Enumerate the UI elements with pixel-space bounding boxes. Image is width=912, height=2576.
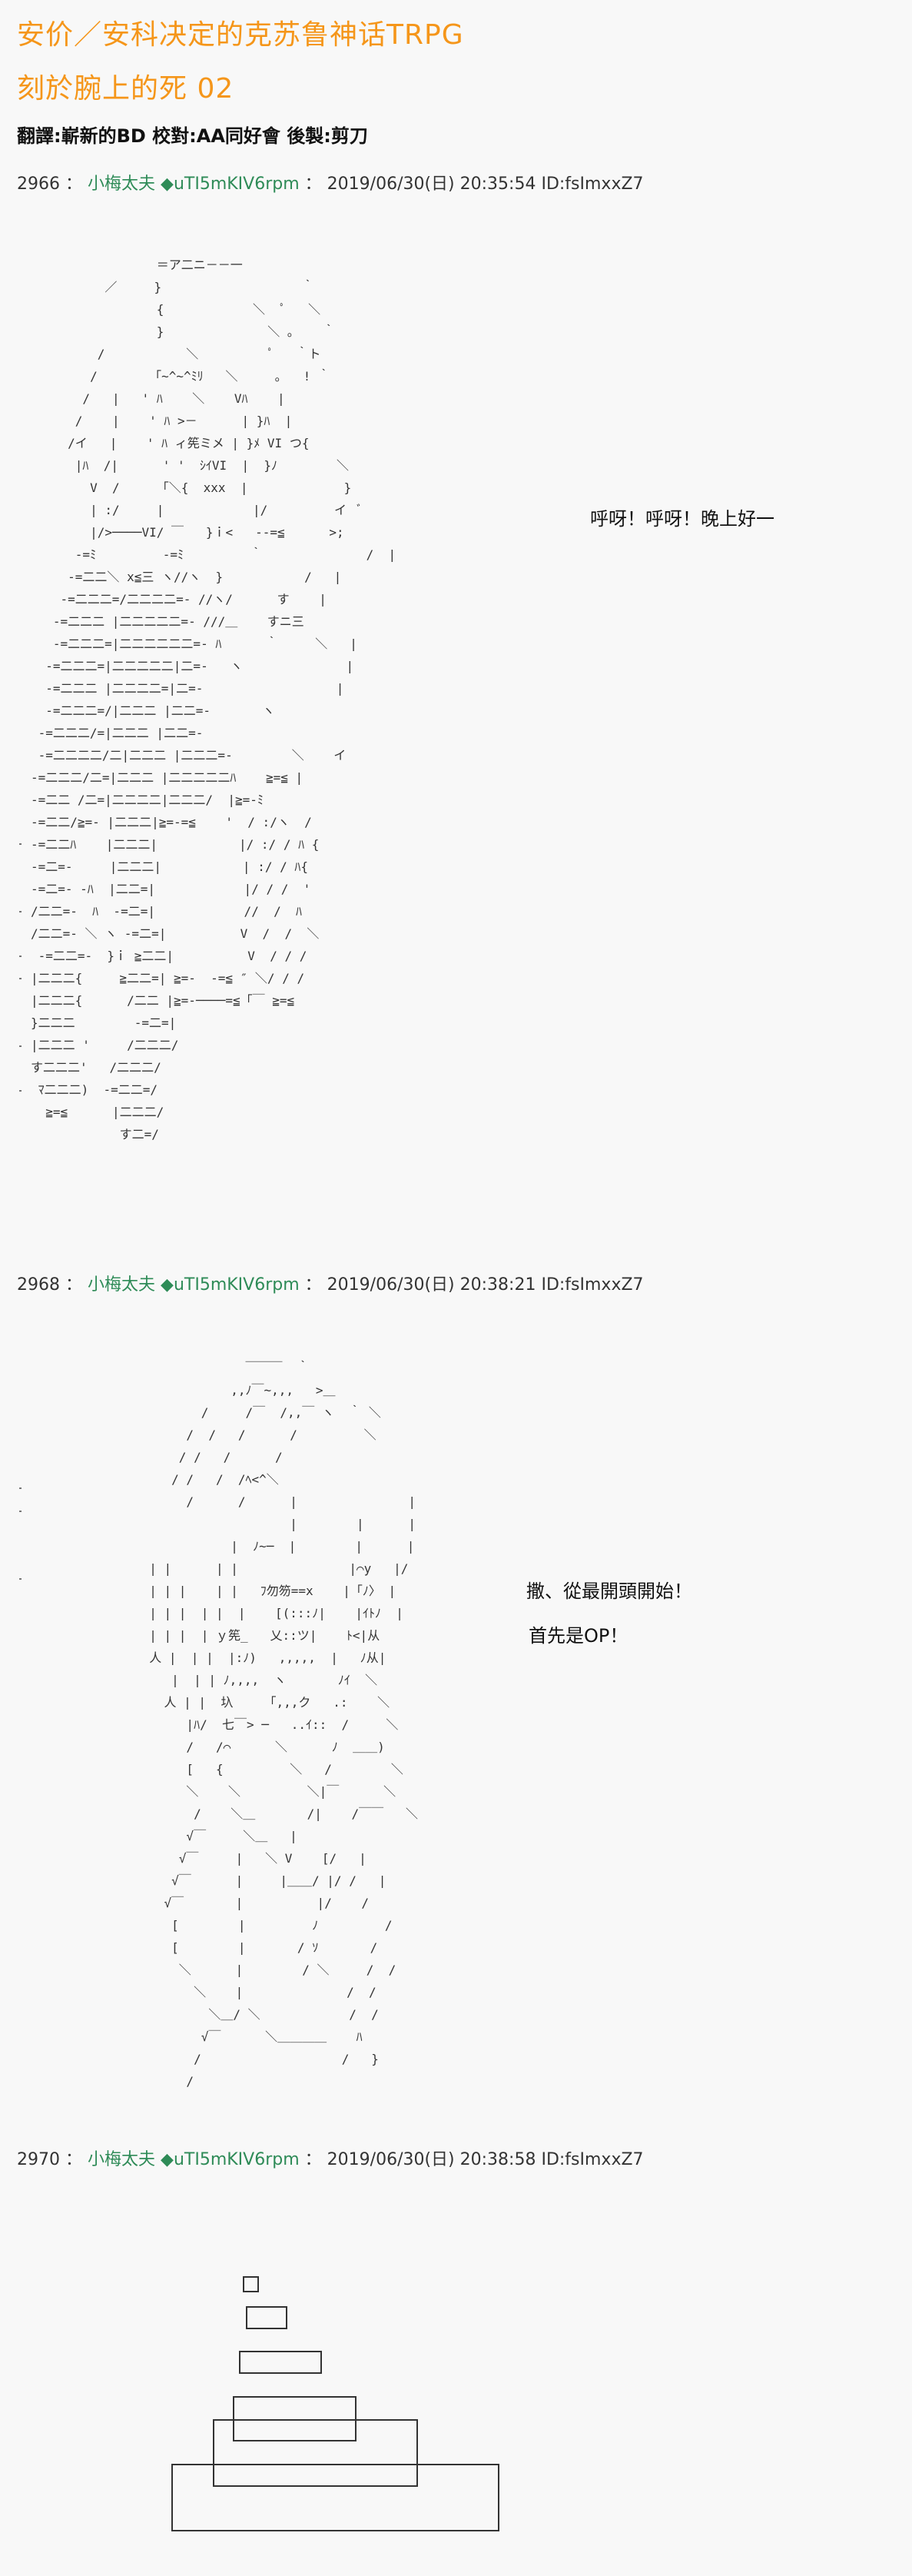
speech-line: 首先是OP！ bbox=[529, 1625, 628, 1647]
stray-dot bbox=[19, 978, 22, 979]
separator: ： bbox=[65, 175, 83, 194]
stray-dot bbox=[19, 843, 22, 845]
credits: 翻譯:嶄新的BD 校對:AA同好會 後製:剪刀 bbox=[17, 125, 368, 147]
ascii-art-2: ￣￣￣ ｀ ,,ﾉ￣~,,, >＿ / /￣ /,,￣ ヽ ｀ ＼ / / / … bbox=[149, 1361, 418, 2089]
box-outline bbox=[246, 2306, 287, 2329]
box-outline bbox=[213, 2419, 418, 2487]
poster-name: 小梅太夫 bbox=[88, 1275, 156, 1295]
chapter-title: 刻於腕上的死 02 bbox=[17, 73, 234, 105]
stray-dot bbox=[19, 1578, 22, 1580]
box-outline bbox=[233, 2396, 357, 2441]
tripcode: uTI5mKIV6rpm bbox=[173, 1275, 300, 1295]
separator: ： bbox=[304, 175, 322, 194]
stray-dot bbox=[19, 1511, 22, 1512]
separator: ： bbox=[65, 2150, 83, 2169]
tripcode: uTI5mKIV6rpm bbox=[173, 2150, 300, 2169]
poster-name: 小梅太夫 bbox=[88, 175, 156, 194]
stray-dot bbox=[19, 1090, 22, 1092]
post-date: 2019/06/30(日) 20:35:54 bbox=[327, 175, 536, 194]
post-header: 2966 ： 小梅太夫 ◆uTI5mKIV6rpm ： 2019/06/30(日… bbox=[17, 174, 644, 195]
post-id: ID:fsImxxZ7 bbox=[541, 2150, 644, 2169]
stray-dot bbox=[19, 1045, 22, 1047]
post-date: 2019/06/30(日) 20:38:21 bbox=[327, 1275, 536, 1295]
stray-dot bbox=[19, 911, 22, 912]
thread-title: 安价／安科决定的克苏鲁神话TRPG bbox=[17, 19, 464, 51]
box-outline bbox=[171, 2464, 499, 2531]
post-id: ID:fsImxxZ7 bbox=[541, 1275, 644, 1295]
post-number[interactable]: 2968 bbox=[17, 1275, 60, 1295]
box-outline bbox=[239, 2351, 322, 2374]
speech-line: 呼呀！呼呀！晚上好一 bbox=[590, 508, 774, 530]
tripcode: uTI5mKIV6rpm bbox=[173, 175, 300, 194]
trip-diamond-icon: ◆ bbox=[161, 2150, 174, 2169]
post-number[interactable]: 2970 bbox=[17, 2150, 60, 2169]
post-header: 2968 ： 小梅太夫 ◆uTI5mKIV6rpm ： 2019/06/30(日… bbox=[17, 1275, 644, 1296]
stray-dot bbox=[19, 956, 22, 957]
trip-diamond-icon: ◆ bbox=[161, 1275, 174, 1295]
box-outline bbox=[243, 2276, 259, 2292]
stray-dot bbox=[19, 1487, 22, 1489]
ascii-art-1: ＝ア二ニ－－一 ／ } ｀ { ＼ ﾟ ＼ } ＼ ｡ ｀ / ＼ ﾟ ｀ト /… bbox=[31, 258, 396, 1142]
post-id: ID:fsImxxZ7 bbox=[541, 175, 644, 194]
poster-name: 小梅太夫 bbox=[88, 2150, 156, 2169]
post-date: 2019/06/30(日) 20:38:58 bbox=[327, 2150, 536, 2169]
post-number[interactable]: 2966 bbox=[17, 175, 60, 194]
trip-diamond-icon: ◆ bbox=[161, 175, 174, 194]
post-header: 2970 ： 小梅太夫 ◆uTI5mKIV6rpm ： 2019/06/30(日… bbox=[17, 2149, 644, 2171]
speech-line: 撒、從最開頭開始！ bbox=[526, 1581, 692, 1602]
separator: ： bbox=[65, 1275, 83, 1295]
separator: ： bbox=[304, 1275, 322, 1295]
separator: ： bbox=[304, 2150, 322, 2169]
